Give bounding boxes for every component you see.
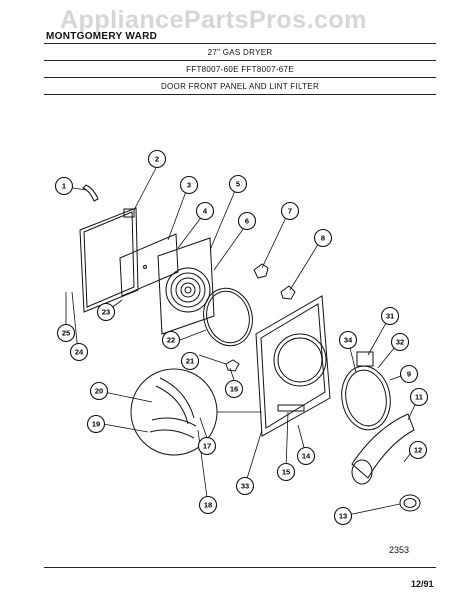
svg-text:9: 9 <box>407 370 411 379</box>
diagram-section-title: DOOR FRONT PANEL AND LINT FILTER <box>160 82 320 91</box>
exhaust-duct <box>351 413 421 512</box>
svg-text:21: 21 <box>186 357 194 366</box>
svg-text:3: 3 <box>187 181 191 190</box>
header-rule-top <box>44 43 436 44</box>
svg-text:24: 24 <box>75 348 84 357</box>
callout-23: 23 <box>96 302 116 322</box>
callout-31: 31 <box>380 306 400 326</box>
svg-text:7: 7 <box>288 207 292 216</box>
svg-text:15: 15 <box>282 468 290 477</box>
svg-text:11: 11 <box>415 393 423 402</box>
svg-text:6: 6 <box>245 217 249 226</box>
header-rule-3 <box>44 77 436 78</box>
door-gasket-ring <box>203 287 253 347</box>
svg-text:14: 14 <box>302 452 311 461</box>
callout-32: 32 <box>390 332 410 352</box>
header-rule-2 <box>44 60 436 61</box>
bearing-ring-assembly <box>341 351 391 431</box>
callout-15: 15 <box>276 462 296 482</box>
diagram-code: 2353 <box>389 545 410 555</box>
leader-lines <box>65 167 420 517</box>
callout-14: 14 <box>296 446 316 466</box>
callout-8: 8 <box>313 228 333 248</box>
callout-11: 11 <box>409 387 429 407</box>
door-handle <box>82 184 99 202</box>
brand-name: MONTGOMERY WARD <box>46 31 158 42</box>
callout-33: 33 <box>235 476 255 496</box>
callout-17: 17 <box>197 436 217 456</box>
callout-21: 21 <box>180 351 200 371</box>
callout-9: 9 <box>399 364 419 384</box>
svg-text:2: 2 <box>155 155 159 164</box>
outer-door-panel <box>79 207 139 313</box>
svg-text:16: 16 <box>230 385 238 394</box>
callout-34: 34 <box>338 330 358 350</box>
lint-filter-detail-view <box>130 368 262 456</box>
callout-4: 4 <box>195 201 215 221</box>
callout-20: 20 <box>89 381 109 401</box>
footer-rule <box>44 567 436 568</box>
svg-text:1: 1 <box>62 182 66 191</box>
svg-text:12: 12 <box>414 446 422 455</box>
model-numbers: FFT8007-60E FFT8007-67E <box>186 65 294 74</box>
svg-text:20: 20 <box>95 387 103 396</box>
callout-2: 2 <box>147 149 167 169</box>
door-liner-grille <box>157 237 215 335</box>
svg-text:19: 19 <box>92 420 100 429</box>
svg-text:32: 32 <box>396 338 404 347</box>
callout-24: 24 <box>69 342 89 362</box>
inner-door-panel <box>119 233 179 297</box>
callout-12: 12 <box>408 440 428 460</box>
callout-5: 5 <box>228 174 248 194</box>
callout-22: 22 <box>161 330 181 350</box>
revision-date: 12/91 <box>411 579 434 589</box>
svg-text:31: 31 <box>386 312 394 321</box>
svg-text:22: 22 <box>167 336 175 345</box>
callout-3: 3 <box>179 175 199 195</box>
callout-18: 18 <box>198 495 218 515</box>
callout-13: 13 <box>333 506 353 526</box>
svg-text:5: 5 <box>236 180 240 189</box>
callout-7: 7 <box>280 201 300 221</box>
svg-text:18: 18 <box>204 501 212 510</box>
callout-6: 6 <box>237 211 257 231</box>
svg-text:34: 34 <box>344 336 353 345</box>
product-title: 27" GAS DRYER <box>207 48 273 57</box>
header-rule-bottom <box>44 94 436 95</box>
svg-text:4: 4 <box>203 207 208 216</box>
callout-25: 25 <box>56 323 76 343</box>
svg-text:13: 13 <box>339 512 347 521</box>
svg-text:25: 25 <box>62 329 70 338</box>
svg-text:17: 17 <box>203 442 211 451</box>
svg-text:8: 8 <box>321 234 325 243</box>
callout-16: 16 <box>224 379 244 399</box>
callout-1: 1 <box>54 176 74 196</box>
svg-text:33: 33 <box>241 482 249 491</box>
hinge-parts <box>225 263 296 372</box>
front-panel <box>255 295 331 437</box>
watermark: AppliancePartsPros.com <box>60 6 367 34</box>
svg-text:23: 23 <box>102 308 110 317</box>
callout-19: 19 <box>86 414 106 434</box>
